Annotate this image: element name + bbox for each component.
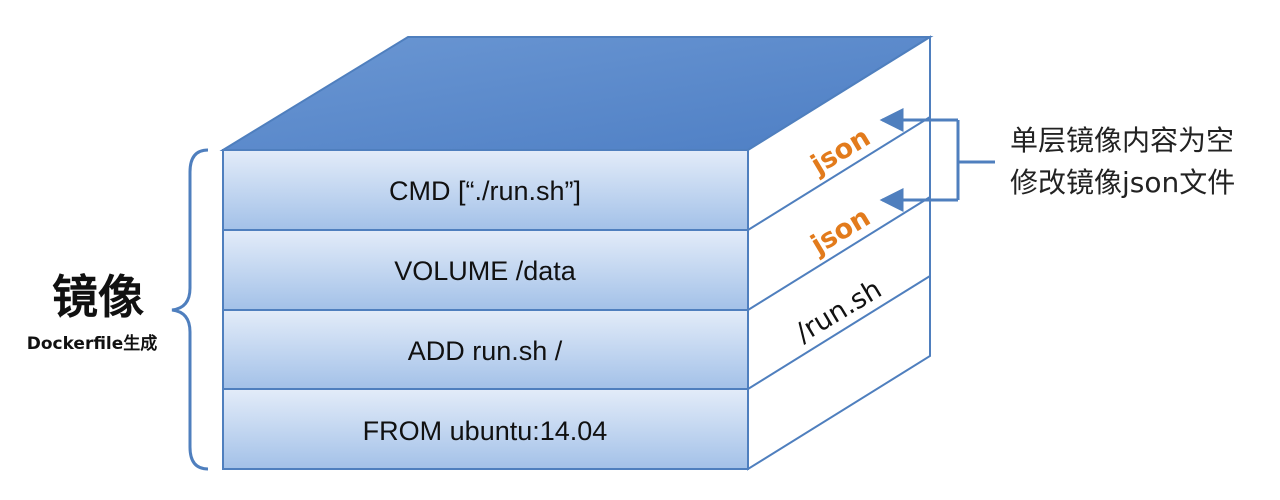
layer-volume-label: VOLUME /data — [394, 256, 577, 286]
side-separator-3 — [747, 275, 931, 390]
layer-cmd: CMD [“./run.sh”] — [222, 149, 749, 231]
side-separator-2 — [747, 196, 931, 311]
note-connector — [879, 108, 995, 212]
layer-from: FROM ubuntu:14.04 — [222, 388, 749, 470]
connector-bracket — [956, 120, 995, 200]
layer-volume-face — [222, 229, 749, 311]
layer-from-face — [222, 388, 749, 470]
image-title: 镜像 — [52, 270, 144, 324]
layer-from-label: FROM ubuntu:14.04 — [363, 416, 608, 446]
layer-add-face — [222, 309, 749, 390]
layer-add-label: ADD run.sh / — [408, 336, 563, 366]
side-separator-1 — [747, 116, 931, 231]
note-line-1: 单层镜像内容为空 — [1010, 124, 1234, 157]
layer-add: ADD run.sh / — [222, 309, 749, 390]
layer-cmd-label: CMD [“./run.sh”] — [389, 176, 581, 206]
note-line-2: 修改镜像json文件 — [1010, 166, 1235, 199]
layer-volume: VOLUME /data — [222, 229, 749, 311]
image-brace — [171, 148, 209, 471]
image-subtitle: Dockerfile生成 — [27, 333, 158, 354]
